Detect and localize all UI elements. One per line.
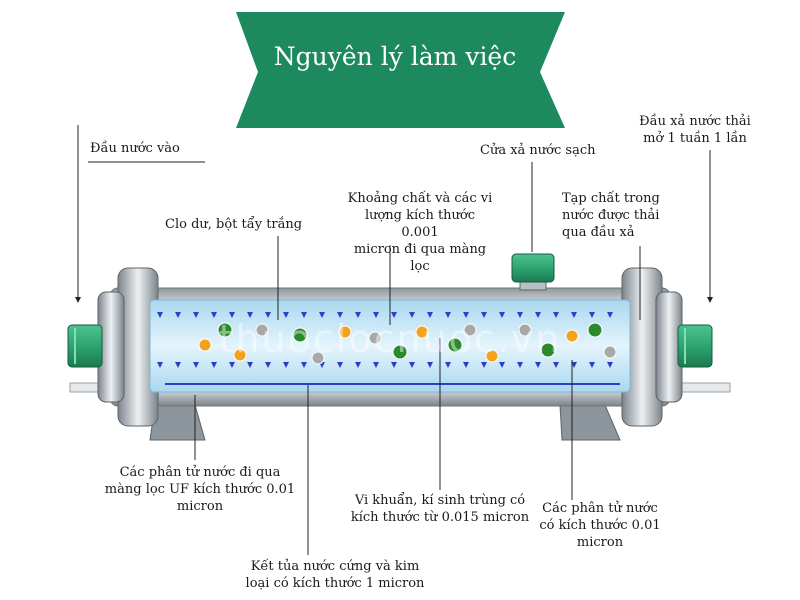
inlet-cap [67, 324, 103, 368]
flow-arrow [481, 362, 487, 368]
particle [447, 337, 463, 353]
flow-arrow [265, 312, 271, 318]
flow-arrow [229, 312, 235, 318]
flow-arrow [391, 312, 397, 318]
flow-arrow [445, 362, 451, 368]
flow-arrow [445, 312, 451, 318]
flow-arrow [571, 312, 577, 318]
flow-arrow [463, 312, 469, 318]
flow-arrow [427, 362, 433, 368]
particle [518, 323, 532, 337]
particle [338, 325, 352, 339]
flow-arrow [283, 312, 289, 318]
particle [587, 322, 603, 338]
particle [368, 331, 382, 345]
flow-arrow [193, 362, 199, 368]
flow-arrow [229, 362, 235, 368]
clean-outlet-cap [511, 253, 555, 291]
flow-arrow [157, 312, 163, 318]
flow-arrow [247, 362, 253, 368]
flow-arrow [211, 362, 217, 368]
particle [603, 345, 617, 359]
flow-arrow [283, 362, 289, 368]
flow-arrow [499, 362, 505, 368]
flow-arrow [355, 362, 361, 368]
particles [198, 322, 617, 365]
particle [540, 342, 556, 358]
flow-arrow [517, 312, 523, 318]
flow-arrow [499, 312, 505, 318]
particle [311, 351, 325, 365]
flow-arrow [175, 312, 181, 318]
particle [233, 348, 247, 362]
leader-lines [75, 125, 713, 555]
label-uf-molecules: Các phân tử nước đi qua màng lọc UF kích… [104, 465, 296, 514]
flow-arrow [301, 362, 307, 368]
particle [217, 322, 233, 338]
flow-arrow [391, 362, 397, 368]
right-stand [559, 404, 621, 441]
flow-arrow [301, 312, 307, 318]
flow-arrow [175, 362, 181, 368]
flow-arrow [535, 362, 541, 368]
title-banner [236, 12, 565, 128]
flow-arrow [265, 362, 271, 368]
flow-arrow [409, 312, 415, 318]
flow-arrow [535, 312, 541, 318]
flow-arrow [337, 312, 343, 318]
label-scale: Kết tủa nước cứng và kim loại có kích th… [245, 559, 425, 591]
flow-arrow [589, 362, 595, 368]
flow-arrow [607, 312, 613, 318]
flow-arrow [373, 312, 379, 318]
page-title: Nguyên lý làm việc [273, 42, 517, 71]
flow-arrow [553, 362, 559, 368]
watermark: thuoclocnuoc.vn [219, 317, 562, 361]
label-drain: Đầu xả nước thải mở 1 tuần 1 lần [639, 114, 751, 146]
flow-arrow [157, 362, 163, 368]
right-flange [621, 267, 683, 427]
flow-arrow [427, 312, 433, 318]
flow-arrow [355, 312, 361, 318]
left-flange [97, 267, 159, 427]
particle [255, 323, 269, 337]
flow-arrow [463, 362, 469, 368]
flow-arrow [517, 362, 523, 368]
particle [565, 329, 579, 343]
flow-arrow [193, 312, 199, 318]
flow-arrow [247, 312, 253, 318]
label-minerals: Khoảng chất và các vi lượng kích thước 0… [347, 191, 493, 274]
particle [415, 325, 429, 339]
flow-arrow [373, 362, 379, 368]
flow-arrow [319, 312, 325, 318]
particle [392, 344, 408, 360]
flow-arrow [553, 312, 559, 318]
label-bacteria: Vi khuẩn, kí sinh trùng có kích thước từ… [350, 493, 530, 525]
flow-arrow [589, 312, 595, 318]
flow-arrow [337, 362, 343, 368]
particle [198, 338, 212, 352]
flow-arrow [409, 362, 415, 368]
flow-arrow [607, 362, 613, 368]
label-clean-outlet: Cửa xả nước sạch [480, 143, 596, 158]
particle [463, 323, 477, 337]
label-water-molecules: Các phân tử nước có kích thước 0.01 micr… [539, 501, 661, 550]
flow-arrow [211, 312, 217, 318]
label-inlet: Đầu nước vào [90, 141, 180, 156]
label-impurities: Tạp chất trong nước được thải qua đầu xả [562, 191, 660, 240]
label-chlorine: Clo dư, bột tẩy trắng [165, 217, 303, 232]
particle [485, 349, 499, 363]
drain-cap [677, 324, 713, 368]
particle [292, 327, 308, 343]
flow-arrow [481, 312, 487, 318]
